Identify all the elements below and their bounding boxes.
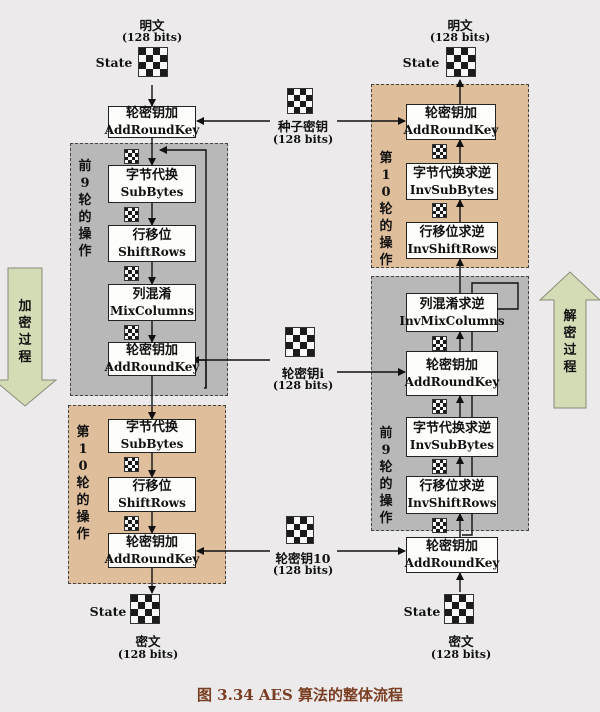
state-matrix-icon	[444, 594, 474, 624]
state-matrix-icon	[446, 47, 476, 77]
round-key-10-label: 轮密钥10	[275, 551, 331, 566]
enc-final-sub-bytes: 字节代换 SubBytes	[108, 419, 196, 453]
round-key-i-matrix-icon	[285, 327, 315, 357]
dec-initial-add-round-key: 轮密钥加 AddRoundKey	[405, 537, 499, 573]
state-matrix-icon	[432, 336, 447, 351]
enc-sub-bytes: 字节代换 SubBytes	[108, 165, 196, 203]
plaintext-label-right: 明文	[447, 18, 473, 33]
state-matrix-icon	[124, 149, 139, 164]
state-label-left-top: State	[95, 55, 133, 70]
decrypt-direction-arrow	[538, 271, 600, 409]
dec-final-inv-shift-rows: 行移位求逆 InvShiftRows	[406, 222, 498, 259]
round-key-10-bits: (128 bits)	[272, 564, 334, 577]
plaintext-label-left: 明文	[139, 18, 165, 33]
enc-round-add-round-key: 轮密钥加 AddRoundKey	[104, 342, 200, 376]
dec-inv-sub-bytes: 字节代换求逆 InvSubBytes	[406, 417, 498, 457]
dec-inv-shift-rows: 行移位求逆 InvShiftRows	[406, 476, 498, 514]
round-key-i-label: 轮密钥i	[281, 366, 325, 381]
dec-final-add-round-key: 轮密钥加 AddRoundKey	[404, 104, 498, 140]
state-matrix-icon	[432, 459, 447, 474]
enc-mix-columns: 列混淆 MixColumns	[108, 284, 196, 321]
state-label-left-bottom: State	[89, 604, 127, 619]
enc-final-shift-rows: 行移位 ShiftRows	[108, 477, 196, 512]
round-key-10-matrix-icon	[286, 516, 314, 544]
decrypt-first-9-rounds-label: 前9轮的操作	[379, 426, 393, 526]
figure-caption: 图 3.34 AES 算法的整体流程	[196, 686, 404, 704]
state-matrix-icon	[432, 203, 447, 218]
state-matrix-icon	[432, 518, 447, 533]
plaintext-bits-left: (128 bits)	[121, 31, 183, 44]
encrypt-round-10-label: 第10轮的操作	[76, 425, 90, 542]
enc-final-add-round-key: 轮密钥加 AddRoundKey	[105, 533, 199, 568]
encrypt-first-9-rounds-label: 前9轮的操作	[78, 159, 92, 259]
decrypt-round-10-label: 第10轮的操作	[379, 151, 393, 268]
encrypt-direction-arrow	[0, 267, 58, 407]
state-matrix-icon	[138, 47, 168, 77]
seed-key-matrix-icon	[287, 88, 313, 114]
state-matrix-icon	[124, 207, 139, 222]
state-label-right-bottom: State	[403, 604, 441, 619]
state-matrix-icon	[432, 144, 447, 159]
state-matrix-icon	[124, 266, 139, 281]
state-matrix-icon	[124, 516, 139, 531]
ciphertext-label-left: 密文	[135, 634, 161, 649]
state-matrix-icon	[130, 594, 160, 624]
dec-round-add-round-key: 轮密钥加 AddRoundKey	[405, 351, 499, 396]
state-label-right-top: State	[402, 55, 440, 70]
encrypt-process-label: 加密过程	[18, 299, 32, 365]
seed-key-label: 种子密钥	[277, 119, 328, 134]
state-matrix-icon	[124, 457, 139, 472]
ciphertext-bits-left: (128 bits)	[117, 648, 179, 661]
enc-initial-add-round-key: 轮密钥加 AddRoundKey	[104, 106, 200, 138]
ciphertext-bits-right: (128 bits)	[430, 648, 492, 661]
state-matrix-icon	[124, 325, 139, 340]
decrypt-process-label: 解密过程	[563, 309, 577, 375]
ciphertext-label-right: 密文	[448, 634, 474, 649]
seed-key-bits: (128 bits)	[272, 133, 334, 146]
enc-shift-rows: 行移位 ShiftRows	[108, 225, 196, 262]
round-key-i-bits: (128 bits)	[272, 379, 334, 392]
state-matrix-icon	[432, 399, 447, 414]
dec-final-inv-sub-bytes: 字节代换求逆 InvSubBytes	[406, 163, 498, 200]
plaintext-bits-right: (128 bits)	[429, 31, 491, 44]
dec-inv-mix-columns: 列混淆求逆 InvMixColumns	[399, 293, 505, 332]
